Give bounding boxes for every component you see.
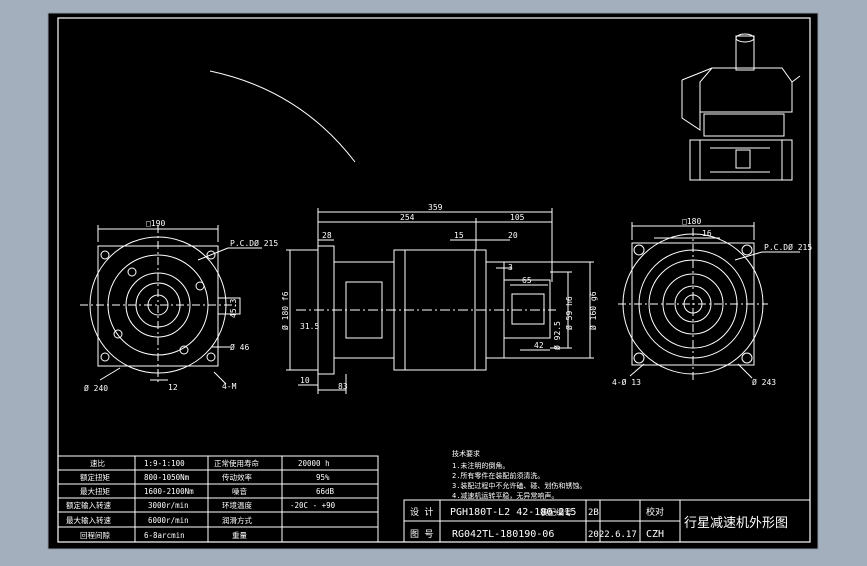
scale-label: 装配编号 xyxy=(540,507,572,517)
side-offset-dim: 31.5 xyxy=(300,322,319,331)
isometric-view xyxy=(681,33,801,181)
notes-title: 技术要求 xyxy=(452,449,480,458)
side-height-dim: Ø 180 f6 xyxy=(280,291,290,330)
left-holes-label: 4-M xyxy=(222,382,237,391)
notes-line-1: 1.未注明的倒角。 xyxy=(452,461,509,470)
right-front-view xyxy=(618,222,800,380)
side-shaft-dia-dim: Ø 59 h6 xyxy=(564,296,574,330)
title-block-grid xyxy=(403,499,811,543)
side-flange-dim: 28 xyxy=(322,231,332,240)
spec-r5c1: 6-8arcmin xyxy=(144,531,185,540)
notes-line-2: 2.所有零件在装配前须清洗。 xyxy=(452,471,544,480)
spec-r5c0: 回程间隙 xyxy=(80,531,110,540)
spec-r4c1: 6000r/min xyxy=(148,516,189,525)
notes-line-4: 4.减速机运转平稳，无异常响声。 xyxy=(452,491,558,500)
check-label: 校对 xyxy=(646,506,664,518)
right-dim16: 16 xyxy=(702,229,712,238)
drawing-title: 行星减速机外形图 xyxy=(684,516,788,531)
spec-r1c0: 额定扭矩 xyxy=(80,472,110,482)
spec-table-grid xyxy=(57,455,379,543)
construction-arc xyxy=(209,70,356,163)
model-number: PGH180T-L2 42-180-215 xyxy=(450,507,576,518)
spec-r4c0: 最大输入转速 xyxy=(66,515,111,525)
drawing-sheet xyxy=(47,12,819,550)
side-overall-dim: 359 xyxy=(428,203,443,212)
spec-r3c3: -20C - +90 xyxy=(290,501,336,510)
right-holes-label: 4-Ø 13 xyxy=(612,377,641,387)
spec-r2c1: 1600-2100Nm xyxy=(144,487,194,496)
side-step-dim: 42 xyxy=(534,341,544,350)
spec-r0c1: 1:9-1:100 xyxy=(144,459,185,468)
right-pcd-label: P.C.DØ 215 xyxy=(764,242,812,252)
side-d20-dim: 20 xyxy=(508,231,518,240)
side-body-dim: 254 xyxy=(400,213,415,222)
spec-r0c2: 正常使用寿命 xyxy=(214,458,259,468)
drawing-date: 2022.6.17 xyxy=(588,530,637,540)
side-inner-dim: Ø 92.5 xyxy=(552,321,562,350)
spec-r2c2: 噪音 xyxy=(232,486,247,496)
spec-r3c2: 环境温度 xyxy=(222,500,252,510)
left-square-dim: □190 xyxy=(146,219,165,228)
left-pilot-dia: Ø 240 xyxy=(84,383,108,393)
left-keyway-dim: 45.3 xyxy=(229,299,238,318)
drawing-no-label: 图 号 xyxy=(410,529,433,540)
side-d15-dim: 15 xyxy=(454,231,464,240)
notes-line-3: 3.装配过程中不允许磕、碰、划伤和锈蚀。 xyxy=(452,481,586,490)
spec-r1c3: 95% xyxy=(316,473,330,482)
spec-r2c3: 66dB xyxy=(316,487,335,496)
side-section-view xyxy=(286,208,594,394)
right-pilot-dia: Ø 243 xyxy=(752,377,776,387)
left-pcd-label: P.C.DØ 215 xyxy=(230,238,278,248)
side-d83-dim: 83 xyxy=(338,382,348,391)
spec-r3c1: 3000r/min xyxy=(148,501,189,510)
right-square-dim: □180 xyxy=(682,217,701,226)
spec-r5c2: 重量 xyxy=(232,531,247,540)
spec-r3c0: 额定输入转速 xyxy=(66,500,111,510)
design-label: 设 计 xyxy=(410,506,433,518)
spec-r4c2: 润滑方式 xyxy=(222,515,252,525)
spec-r1c1: 800-1050Nm xyxy=(144,473,190,482)
spec-r1c2: 传动效率 xyxy=(222,472,252,482)
spec-r2c0: 最大扭矩 xyxy=(80,486,110,496)
scale-value: 2B xyxy=(588,508,599,518)
side-shaft-len-dim: 105 xyxy=(510,213,525,222)
left-width-dim: 12 xyxy=(168,383,178,392)
side-key-len-dim: 65 xyxy=(522,276,532,285)
side-shaft-dia2-dim: Ø 160 g6 xyxy=(588,291,598,330)
spec-r0c3: 20000 h xyxy=(298,459,330,468)
left-front-view xyxy=(80,225,262,385)
spec-r0c0: 速比 xyxy=(90,458,105,468)
side-thk10-dim: 10 xyxy=(300,376,310,385)
drawing-number: RG042TL-180190-06 xyxy=(452,529,554,540)
checker-name: CZH xyxy=(646,529,664,540)
side-d3-dim: 3 xyxy=(508,263,513,272)
left-inner-dia: Ø 46 xyxy=(230,342,249,352)
